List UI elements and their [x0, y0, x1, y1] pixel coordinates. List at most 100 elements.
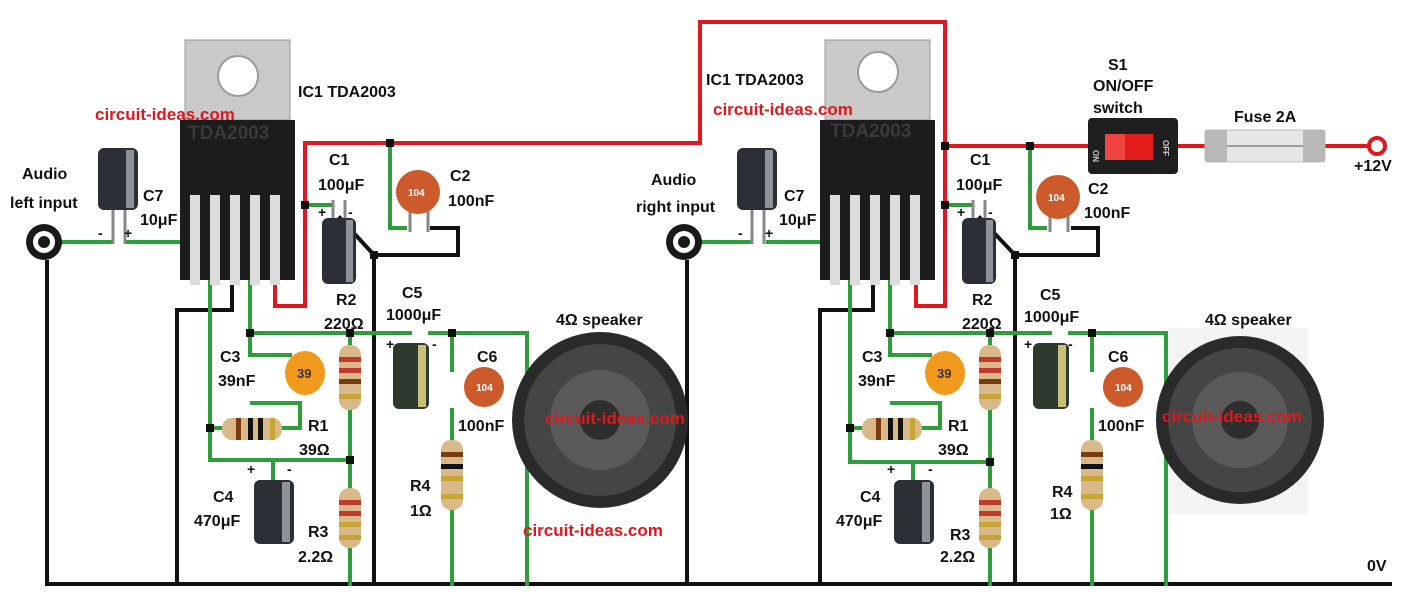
c5-value-left: 1000μF [386, 307, 441, 324]
ic-label-left: IC1 TDA2003 [298, 84, 396, 101]
c4-minus-left: - [287, 461, 292, 477]
fuse-label: Fuse 2A [1234, 109, 1297, 126]
c7-label-right: C7 [784, 188, 805, 205]
input-label-left-1: Audio [22, 166, 68, 183]
c5-value-right: 1000μF [1024, 309, 1079, 326]
c6-label-right: C6 [1108, 349, 1129, 366]
c2-capacitor-left [396, 170, 440, 232]
tda2003-ic-right [820, 39, 935, 285]
tda2003-ic-left [180, 39, 295, 285]
chip-marking-left: TDA2003 [188, 123, 269, 144]
fuse [1204, 129, 1326, 163]
r4-resistor-right [1081, 440, 1103, 510]
r2-value-left: 220Ω [324, 316, 364, 333]
r1-value-right: 39Ω [938, 442, 969, 459]
c4-capacitor-left [254, 480, 294, 544]
c2-value-right: 100nF [1084, 205, 1130, 222]
c4-capacitor-right [894, 480, 934, 544]
audio-jack-left[interactable] [26, 224, 62, 260]
supply-terminal [1367, 136, 1387, 156]
ic-label-right: IC1 TDA2003 [706, 72, 804, 89]
r2-label-right: R2 [972, 292, 993, 309]
c1-minus-right: - [988, 204, 993, 220]
c3-value-left: 39nF [218, 373, 256, 390]
r4-resistor-left [441, 440, 463, 510]
right-channel [666, 39, 1324, 548]
c5-plus-right: + [1024, 336, 1032, 352]
r2-value-right: 220Ω [962, 316, 1002, 333]
c6-capacitor-left [464, 367, 504, 407]
c4-value-right: 470μF [836, 513, 882, 530]
c3-code-right: 39 [937, 366, 951, 381]
c1-plus-left: + [318, 204, 326, 220]
c1-minus-left: - [348, 204, 353, 220]
switch-label-2: ON/OFF [1093, 78, 1154, 95]
r3-label-right: R3 [950, 527, 971, 544]
c2-code-right: 104 [1048, 193, 1065, 204]
c7-value-right: 10μF [779, 212, 817, 229]
r3-value-right: 2.2Ω [940, 549, 975, 566]
c3-code-left: 39 [297, 366, 311, 381]
r1-label-right: R1 [948, 418, 969, 435]
input-label-right-2: right input [636, 199, 716, 216]
c2-value-left: 100nF [448, 193, 494, 210]
c7-capacitor-left [98, 148, 138, 244]
c2-label-right: C2 [1088, 181, 1109, 198]
chip-marking-right: TDA2003 [830, 121, 911, 142]
r1-resistor-left [222, 418, 282, 440]
r1-label-left: R1 [308, 418, 329, 435]
watermark-5: circuit-ideas.com [1162, 407, 1302, 426]
supply-label: +12V [1354, 158, 1392, 175]
c1-plus-right: + [957, 204, 965, 220]
c7-capacitor-right [737, 148, 777, 244]
c2-capacitor-right [1036, 175, 1080, 232]
c7-value-left: 10μF [140, 212, 178, 229]
c4-minus-right: - [928, 461, 933, 477]
c1-label-right: C1 [970, 152, 991, 169]
speaker-right [1156, 328, 1324, 514]
c5-label-left: C5 [402, 285, 423, 302]
input-label-right-1: Audio [651, 172, 697, 189]
on-off-switch[interactable] [1088, 118, 1178, 174]
c1-value-right: 100μF [956, 177, 1002, 194]
signal-wires [58, 141, 1187, 586]
c3-capacitor-right [925, 351, 965, 395]
c1-value-left: 100μF [318, 177, 364, 194]
c2-label-left: C2 [450, 168, 471, 185]
left-channel [26, 39, 688, 548]
watermark-2: circuit-ideas.com [713, 100, 853, 119]
c5-capacitor-left [393, 343, 429, 409]
c2-code-left: 104 [408, 188, 425, 199]
c6-code-right: 104 [1115, 383, 1132, 394]
speaker-left [512, 332, 688, 508]
c7-minus-left: - [98, 225, 103, 241]
c1-capacitor-left [322, 200, 356, 284]
watermark-1: circuit-ideas.com [95, 105, 235, 124]
c4-value-left: 470μF [194, 513, 240, 530]
c3-value-right: 39nF [858, 373, 896, 390]
labels: TDA2003 TDA2003 IC1 TDA2003 Audio left i… [10, 57, 1392, 575]
supply-wires [273, 20, 1374, 308]
c1-label-left: C1 [329, 152, 350, 169]
r2-resistor-right [979, 345, 1001, 410]
r3-value-left: 2.2Ω [298, 549, 333, 566]
r3-label-left: R3 [308, 524, 329, 541]
c6-label-left: C6 [477, 349, 498, 366]
ground-label: 0V [1367, 558, 1387, 575]
r1-value-left: 39Ω [299, 442, 330, 459]
r3-resistor-left [339, 488, 361, 548]
watermark-4: circuit-ideas.com [523, 521, 663, 540]
r4-label-right: R4 [1052, 484, 1073, 501]
c5-plus-left: + [386, 336, 394, 352]
c3-capacitor-left [285, 351, 325, 395]
watermark-3: circuit-ideas.com [545, 409, 685, 428]
r1-resistor-right [862, 418, 922, 440]
c5-capacitor-right [1033, 343, 1069, 409]
r4-label-left: R4 [410, 478, 431, 495]
audio-jack-right[interactable] [666, 224, 702, 260]
c5-label-right: C5 [1040, 287, 1061, 304]
switch-label-3: switch [1093, 100, 1143, 117]
r2-resistor-left [339, 345, 361, 410]
switch-label-1: S1 [1108, 57, 1128, 74]
